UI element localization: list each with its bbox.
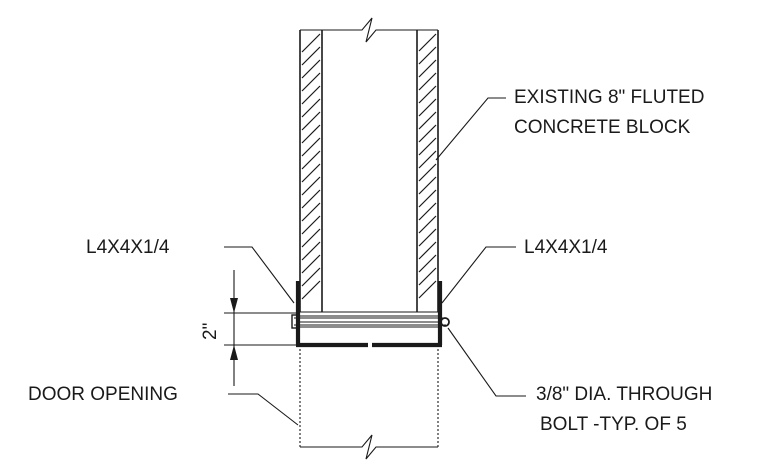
hatch-stroke (301, 72, 321, 92)
hatch-stroke (418, 280, 437, 299)
hatch-stroke (301, 189, 321, 209)
hatch-stroke (418, 98, 437, 117)
hatch-stroke (301, 46, 321, 66)
lintel-course (300, 311, 438, 328)
hatch-stroke (418, 137, 437, 156)
angle-right-label: L4X4X1/4 (524, 237, 608, 258)
hatch-stroke (301, 98, 321, 118)
bolt-nut-right (440, 317, 450, 327)
hatch-stroke (301, 59, 321, 79)
door-opening-label: DOOR OPENING (28, 384, 178, 405)
hatch-stroke (418, 85, 437, 104)
existing-block-label-line1: EXISTING 8" FLUTED (514, 87, 704, 108)
hatch-stroke (418, 215, 437, 234)
hatch-stroke (418, 72, 437, 91)
hatch-stroke (418, 228, 437, 247)
angle-left-label: L4X4X1/4 (86, 237, 170, 258)
hatch-stroke (418, 267, 437, 286)
hatch-stroke (301, 267, 321, 287)
dimension-2-inch (224, 270, 298, 386)
bolt-label-line2: BOLT -TYP. OF 5 (540, 414, 687, 435)
dimension-arrow-top (230, 298, 238, 313)
dimension-arrow-bottom (230, 345, 238, 360)
hatch-stroke (418, 163, 437, 182)
bottom-break-line (300, 434, 438, 460)
leader-lines (224, 97, 526, 426)
steel-angle-right (372, 281, 443, 348)
hatch-stroke (418, 241, 437, 260)
hatch-stroke (418, 202, 437, 221)
hatch-stroke (418, 59, 437, 78)
hatch-stroke (418, 46, 437, 65)
right-wall (416, 30, 439, 312)
hatch-stroke (301, 228, 321, 248)
hatch-stroke (301, 137, 321, 157)
hatch-stroke (301, 215, 321, 235)
hatch-stroke (418, 33, 437, 52)
through-bolt (291, 314, 450, 329)
hatch-stroke (418, 176, 437, 195)
left-wall (299, 30, 323, 312)
door-opening-jambs (299, 345, 439, 447)
hatch-stroke (301, 163, 321, 183)
bolt-head-left (291, 314, 298, 329)
hatch-stroke (418, 189, 437, 208)
hatch-stroke (301, 124, 321, 144)
hatch-stroke (301, 111, 321, 131)
hatch-stroke (301, 241, 321, 261)
hatch-stroke (418, 150, 437, 169)
hatch-stroke (301, 280, 321, 300)
bolt-label-line1: 3/8" DIA. THROUGH (536, 384, 712, 405)
hatch-stroke (301, 176, 321, 196)
hatch-stroke (301, 85, 321, 105)
hatch-stroke (301, 202, 321, 222)
hatch-stroke (418, 254, 437, 273)
hatch-stroke (418, 124, 437, 143)
existing-block-label-line2: CONCRETE BLOCK (514, 117, 691, 138)
top-break-line (300, 17, 438, 43)
hatch-stroke (301, 254, 321, 274)
right-wall-hatch (418, 33, 437, 299)
steel-angle-left (295, 281, 368, 348)
hatch-stroke (418, 111, 437, 130)
left-wall-hatch (301, 33, 321, 300)
dimension-label: 2" (200, 323, 221, 340)
hatch-stroke (301, 150, 321, 170)
hatch-stroke (301, 33, 321, 53)
